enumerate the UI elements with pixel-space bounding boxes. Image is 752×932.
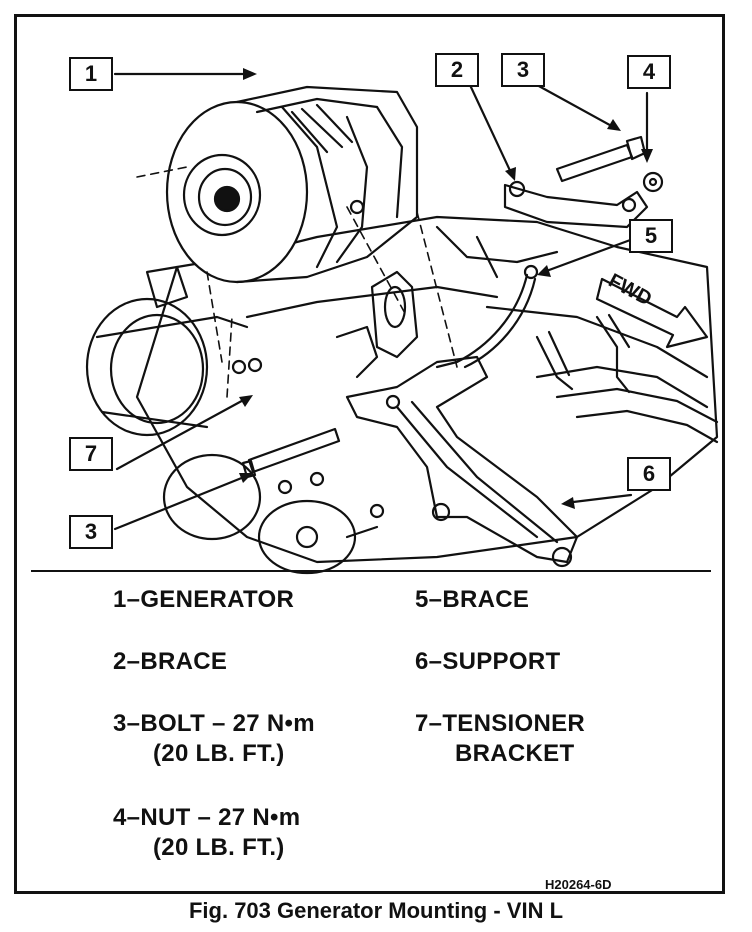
leader-lines [113, 72, 649, 531]
figure-code: H20264-6D [545, 877, 612, 892]
callout-5: 5 [629, 219, 673, 253]
brace-upper [503, 180, 649, 229]
generator-mounting-illustration [85, 68, 719, 575]
legend-text: GENERATOR [140, 586, 295, 613]
legend-item-7: 7–TENSIONER BRACKET [415, 710, 586, 767]
callout-2: 2 [435, 53, 479, 87]
legend-number: 6 [415, 648, 429, 675]
alignment-lines [136, 166, 458, 398]
legend-item-4: 4–NUT – 27 N•m (20 LB. FT.) [113, 804, 301, 861]
legend-number: 1 [113, 586, 127, 613]
callout-3-upper: 3 [501, 53, 545, 87]
legend-subtext: (20 LB. FT.) [153, 834, 285, 861]
crank-pulley [85, 297, 249, 437]
legend-item-2: 2–BRACE [113, 648, 228, 675]
generator [165, 85, 419, 284]
legend-number: 7 [415, 710, 429, 737]
bolt-lower [241, 427, 341, 479]
legend-item-6: 6–SUPPORT [415, 648, 561, 675]
lower-pulley [162, 453, 357, 575]
small-hardware [231, 357, 385, 539]
legend-subtext: BRACKET [455, 740, 575, 767]
legend-divider [31, 570, 711, 572]
callout-4: 4 [627, 55, 671, 89]
tensioner-bracket [335, 270, 419, 379]
legend-text: NUT – 27 N•m [140, 804, 301, 831]
legend-text: BRACE [442, 586, 530, 613]
callout-7: 7 [69, 437, 113, 471]
engine-block [135, 215, 719, 564]
legend-item-1: 1–GENERATOR [113, 586, 295, 613]
legend-text: BRACE [140, 648, 228, 675]
legend-text: TENSIONER [442, 710, 586, 737]
legend-item-5: 5–BRACE [415, 586, 530, 613]
legend-text: BOLT – 27 N•m [140, 710, 315, 737]
brace-tube [435, 264, 539, 369]
figure-frame: 1 2 3 4 5 6 7 3 FWD 1–GENERATOR 2–BRACE … [14, 14, 725, 894]
legend-item-3: 3–BOLT – 27 N•m (20 LB. FT.) [113, 710, 315, 767]
callout-3-lower: 3 [69, 515, 113, 549]
figure-caption: Fig. 703 Generator Mounting - VIN L [188, 898, 564, 923]
legend-number: 3 [113, 710, 127, 737]
forward-arrow [595, 277, 709, 349]
callout-1: 1 [69, 57, 113, 91]
callout-6: 6 [627, 457, 671, 491]
spark-plugs [535, 313, 631, 394]
legend-text: SUPPORT [442, 648, 561, 675]
support-bracket [345, 355, 579, 568]
legend-number: 2 [113, 648, 127, 675]
legend-subtext: (20 LB. FT.) [153, 740, 285, 767]
legend-number: 5 [415, 586, 429, 613]
bolt-upper [555, 135, 647, 183]
leader-arrowheads [239, 68, 653, 509]
nut [642, 171, 664, 193]
legend-number: 4 [113, 804, 127, 831]
